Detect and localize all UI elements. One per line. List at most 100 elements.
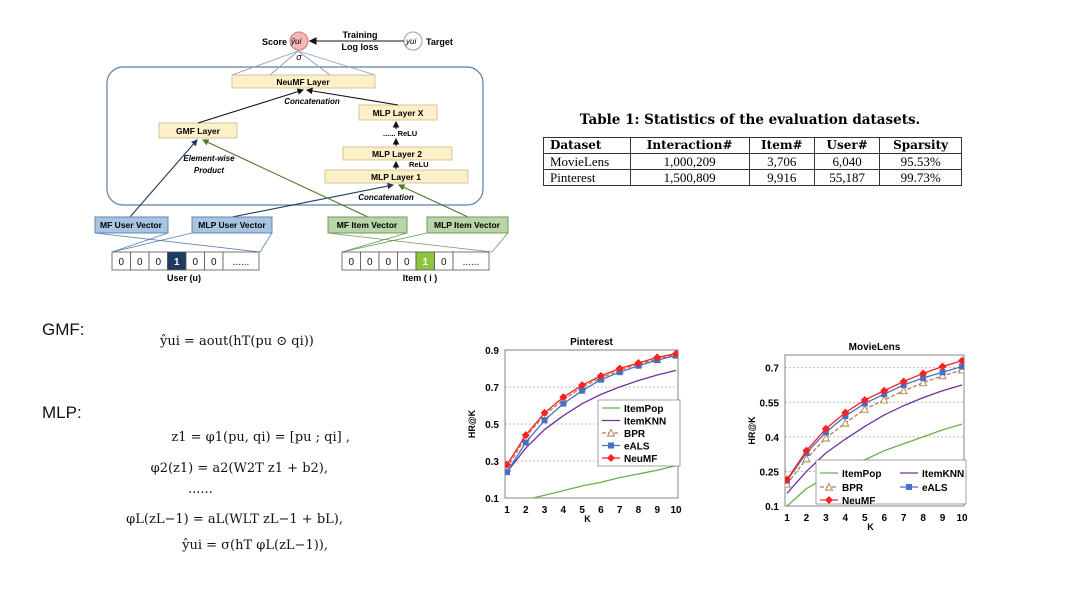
relu-label: ReLU xyxy=(409,160,429,169)
legend-label: eALS xyxy=(624,442,650,453)
x-tick-label: 2 xyxy=(804,513,810,524)
data-point xyxy=(560,400,567,407)
y-axis-label: HR@K xyxy=(747,416,757,445)
mlp-layer-1 xyxy=(324,169,469,184)
table-title: Table 1: Statistics of the evaluation da… xyxy=(579,112,921,128)
data-point xyxy=(559,393,568,402)
onehot-cell-value: 0 xyxy=(348,257,354,268)
data-point xyxy=(860,404,870,413)
y-tick-label: 0.3 xyxy=(485,457,499,468)
data-point xyxy=(578,381,587,390)
neumf-layer xyxy=(231,74,376,89)
legend-label: ItemKNN xyxy=(624,417,666,428)
data-point xyxy=(841,418,850,427)
data-point xyxy=(653,353,662,362)
y-tick-label: 0.1 xyxy=(765,502,779,513)
data-point xyxy=(821,424,830,433)
legend-marker xyxy=(824,482,834,491)
onehot-cell-value: 0 xyxy=(385,257,391,268)
data-point xyxy=(540,408,549,417)
legend-label: ItemKNN xyxy=(922,469,964,480)
table-header-row: Dataset Interaction# Item# User# Sparsit… xyxy=(543,137,962,154)
item-input-label: Item ( i ) xyxy=(403,273,438,283)
y-tick-label: 0.55 xyxy=(760,398,780,409)
score-symbol: ŷui xyxy=(290,37,301,46)
y-axis-label: HR@K xyxy=(467,409,477,438)
x-tick-label: 3 xyxy=(823,513,829,524)
mf-item-vector-label: MF Item Vector xyxy=(337,220,398,230)
data-point xyxy=(802,446,811,455)
cell-sparsity: 95.53% xyxy=(879,153,962,170)
cell-interactions: 1,000,209 xyxy=(629,153,750,170)
data-point xyxy=(522,439,529,446)
legend-label: BPR xyxy=(624,429,646,440)
legend-marker xyxy=(608,442,614,449)
cell-dataset: MovieLens xyxy=(543,153,631,170)
data-point xyxy=(899,377,908,386)
data-point xyxy=(505,469,510,476)
dataset-statistics-table: Dataset Interaction# Item# User# Sparsit… xyxy=(543,137,962,186)
data-point xyxy=(958,356,964,365)
data-point xyxy=(939,369,946,376)
cell-dataset: Pinterest xyxy=(543,169,631,186)
gmf-layer-label: GMF Layer xyxy=(176,126,221,136)
mlp-equation-3: φL(zL−1) = aL(WLT zL−1 + bL), xyxy=(126,512,343,527)
onehot-cell xyxy=(222,251,260,271)
data-point xyxy=(579,387,586,394)
user-input-label: User (u) xyxy=(167,273,201,283)
x-tick-label: 3 xyxy=(542,505,548,516)
series-line xyxy=(506,354,677,473)
x-tick-label: 9 xyxy=(940,513,946,524)
series-line xyxy=(786,360,963,480)
x-tick-label: 10 xyxy=(670,505,682,516)
cell-items: 9,916 xyxy=(748,169,816,186)
data-point xyxy=(899,386,908,395)
series-line xyxy=(506,353,677,466)
product-label: Product xyxy=(194,166,225,175)
x-tick-label: 8 xyxy=(920,513,926,524)
legend-label: NeuMF xyxy=(842,496,875,507)
legend-marker xyxy=(825,496,833,504)
sigma-label: σ xyxy=(296,52,302,62)
mf-user-vector-label: MF User Vector xyxy=(100,220,163,230)
mlp-equation-1: z1 = φ1(pu, qi) = [pu ; qi] , xyxy=(171,430,350,445)
header-dataset: Dataset xyxy=(543,137,631,154)
header-items: Item# xyxy=(748,137,816,154)
legend-box xyxy=(815,459,967,505)
legend-label: NeuMF xyxy=(624,454,657,465)
cell-users: 6,040 xyxy=(814,153,881,170)
series-neumf xyxy=(785,356,964,484)
data-point xyxy=(521,431,530,440)
mf-user-vector xyxy=(94,216,169,234)
data-point xyxy=(596,371,605,380)
legend-label: eALS xyxy=(922,483,948,494)
x-tick-label: 5 xyxy=(862,513,868,524)
series-line xyxy=(786,365,963,482)
legend-label: ItemPop xyxy=(842,469,881,480)
x-tick-label: 2 xyxy=(523,505,529,516)
logloss-label: Log loss xyxy=(341,42,378,52)
x-tick-label: 8 xyxy=(636,505,642,516)
onehot-cell-value: 0 xyxy=(192,257,198,268)
mlp-layer-x-label: MLP Layer X xyxy=(373,108,424,118)
mlp-equation-4: ŷui = σ(hT φL(zL−1)), xyxy=(182,538,328,553)
x-tick-label: 10 xyxy=(956,513,968,524)
onehot-cell-value: ...... xyxy=(463,257,480,268)
data-point xyxy=(938,362,947,371)
data-point xyxy=(879,395,889,404)
x-tick-label: 1 xyxy=(784,513,790,524)
mlp-user-vector xyxy=(191,216,273,234)
mlp-item-vector-label: MLP Item Vector xyxy=(434,220,501,230)
neumf-architecture-diagram: Score ŷui yui Target Training Log loss σ… xyxy=(94,30,509,283)
target-symbol: yui xyxy=(405,37,416,46)
y-tick-label: 0.25 xyxy=(760,467,780,478)
x-tick-label: 4 xyxy=(561,505,567,516)
chart-title: Pinterest xyxy=(570,337,613,348)
series-line xyxy=(786,369,963,485)
